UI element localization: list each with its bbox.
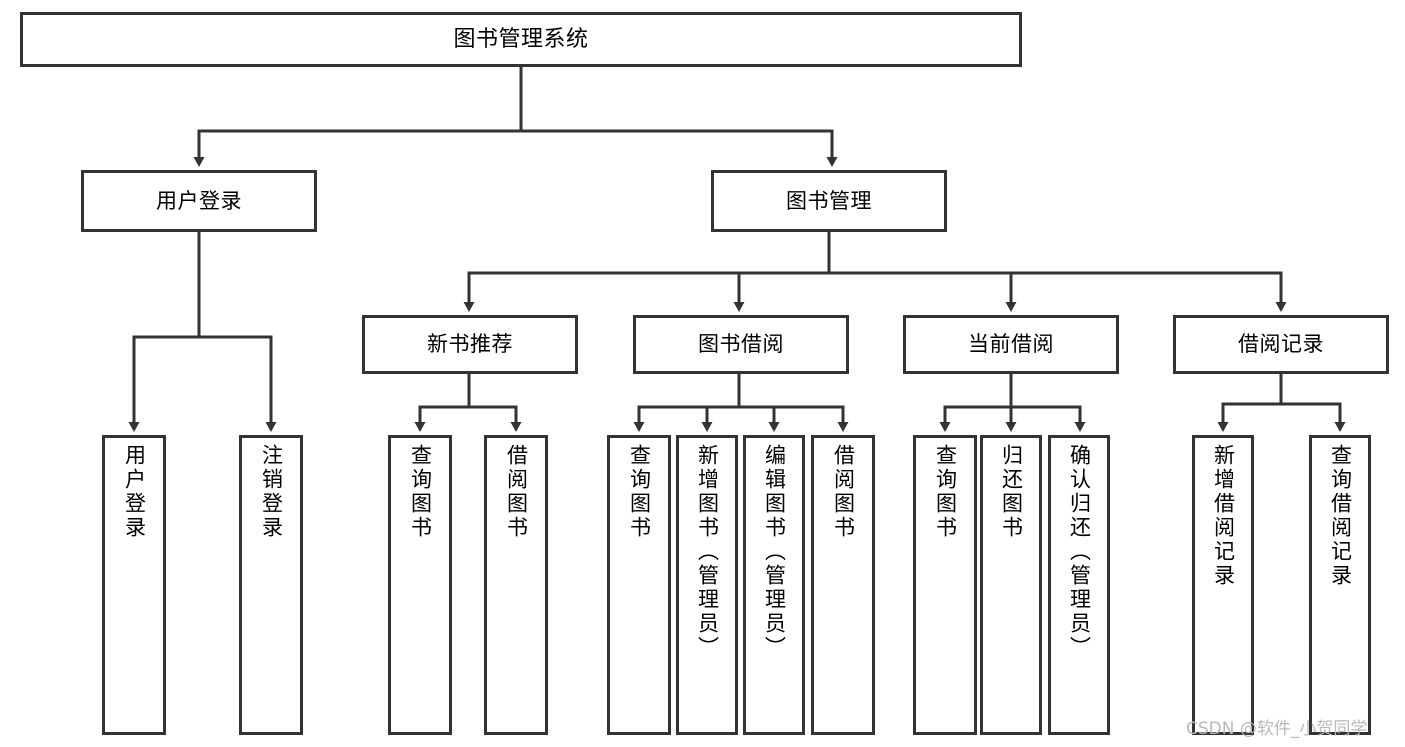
node-label: 编辑图书（管理员） xyxy=(762,444,787,660)
node-label: 新增借阅记录 xyxy=(1211,444,1236,588)
node-label: 查询图书 xyxy=(408,444,433,540)
node-label: 查询图书 xyxy=(933,444,958,540)
node-label: 查询借阅记录 xyxy=(1328,444,1353,588)
leaf-current-return-book[interactable]: 归还图书 xyxy=(980,435,1042,735)
node-label: 新书推荐 xyxy=(427,332,513,357)
node-label: 图书借阅 xyxy=(698,332,784,357)
leaf-user-login-logout[interactable]: 注销登录 xyxy=(239,435,303,735)
node-label: 借阅图书 xyxy=(831,444,856,540)
node-label: 注销登录 xyxy=(259,444,284,540)
node-root-system[interactable]: 图书管理系统 xyxy=(20,12,1022,67)
node-label: 用户登录 xyxy=(156,188,242,213)
leaf-new-book-query[interactable]: 查询图书 xyxy=(388,435,452,735)
node-book-management[interactable]: 图书管理 xyxy=(711,170,947,232)
node-label: 查询图书 xyxy=(627,444,652,540)
node-user-login[interactable]: 用户登录 xyxy=(81,170,317,232)
node-label: 图书管理 xyxy=(786,188,872,213)
leaf-records-add-record[interactable]: 新增借阅记录 xyxy=(1192,435,1254,735)
node-label: 借阅记录 xyxy=(1238,332,1324,357)
node-label: 归还图书 xyxy=(999,444,1024,540)
node-label: 图书管理系统 xyxy=(453,26,589,52)
leaf-records-query-record[interactable]: 查询借阅记录 xyxy=(1309,435,1371,735)
leaf-user-login-login[interactable]: 用户登录 xyxy=(102,435,166,735)
leaf-new-book-borrow[interactable]: 借阅图书 xyxy=(484,435,548,735)
node-new-book-recommend[interactable]: 新书推荐 xyxy=(362,315,578,374)
node-label: 当前借阅 xyxy=(968,332,1054,357)
node-label: 用户登录 xyxy=(122,444,147,540)
leaf-borrow-add-book-admin[interactable]: 新增图书（管理员） xyxy=(676,435,738,735)
leaf-borrow-borrow-book[interactable]: 借阅图书 xyxy=(811,435,875,735)
node-book-borrow[interactable]: 图书借阅 xyxy=(633,315,849,374)
node-label: 借阅图书 xyxy=(504,444,529,540)
leaf-current-confirm-return-admin[interactable]: 确认归还（管理员） xyxy=(1048,435,1110,735)
node-label: 新增图书（管理员） xyxy=(695,444,720,660)
csdn-watermark: CSDN @软件_小贺同学 xyxy=(1186,719,1368,739)
node-borrow-records[interactable]: 借阅记录 xyxy=(1173,315,1389,374)
leaf-borrow-query-book[interactable]: 查询图书 xyxy=(607,435,671,735)
leaf-current-query-book[interactable]: 查询图书 xyxy=(913,435,977,735)
node-current-borrow[interactable]: 当前借阅 xyxy=(903,315,1119,374)
leaf-borrow-edit-book-admin[interactable]: 编辑图书（管理员） xyxy=(743,435,805,735)
node-label: 确认归还（管理员） xyxy=(1067,444,1092,660)
